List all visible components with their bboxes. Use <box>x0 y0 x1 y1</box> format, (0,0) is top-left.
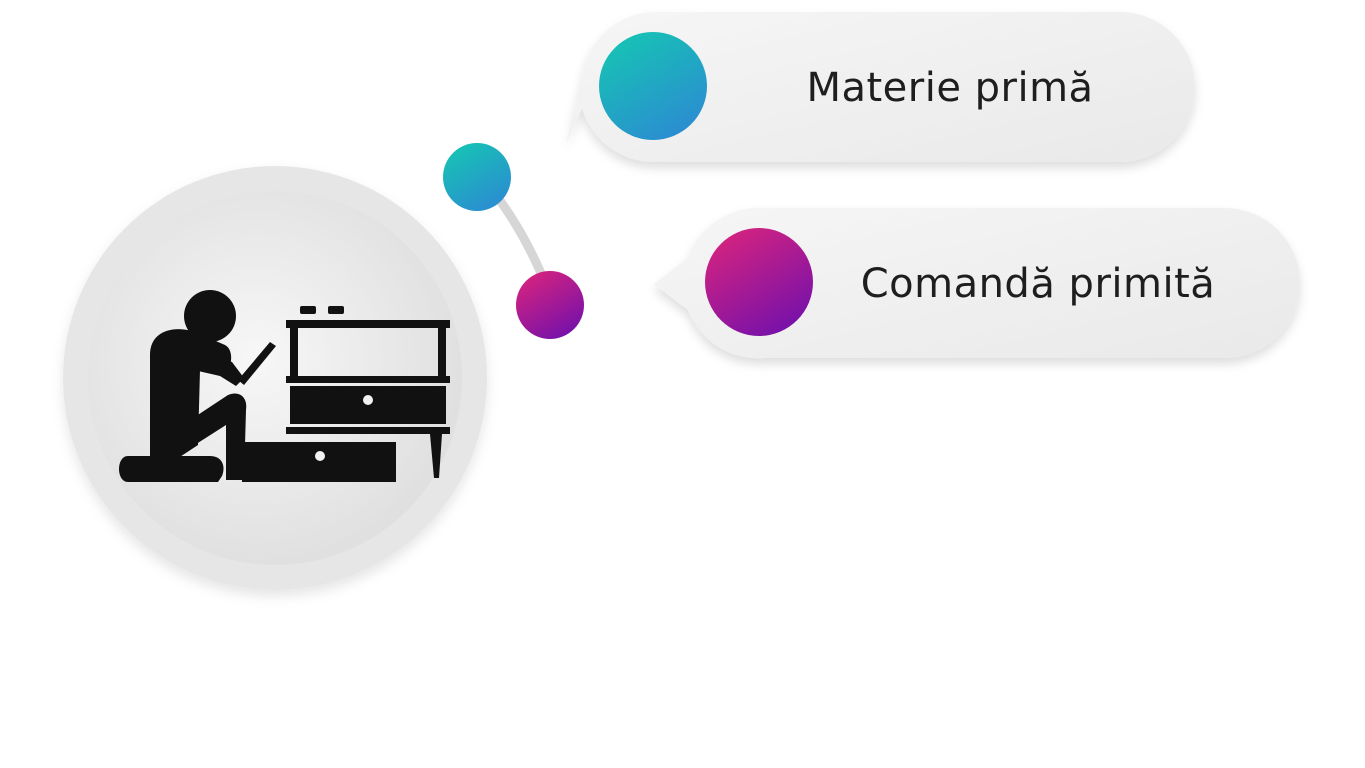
bubble-item-2 <box>654 207 1300 359</box>
drawer-knob <box>363 395 373 405</box>
bubble-dot-teal <box>599 32 707 140</box>
connector-node-teal <box>443 143 511 211</box>
speech-bubble-2 <box>654 207 1300 359</box>
bubble-dot-magenta <box>705 228 813 336</box>
bubble-item-1 <box>566 12 1195 163</box>
bubble-label-materie-prima: Materie primă <box>806 65 1094 111</box>
speech-bubble-1 <box>566 12 1195 163</box>
connector-node-magenta <box>516 271 584 339</box>
bubble-label-comanda-primita: Comandă primită <box>860 261 1216 307</box>
hub <box>63 166 487 590</box>
worker-assembling-furniture-icon <box>119 290 450 482</box>
drawer-knob <box>315 451 325 461</box>
